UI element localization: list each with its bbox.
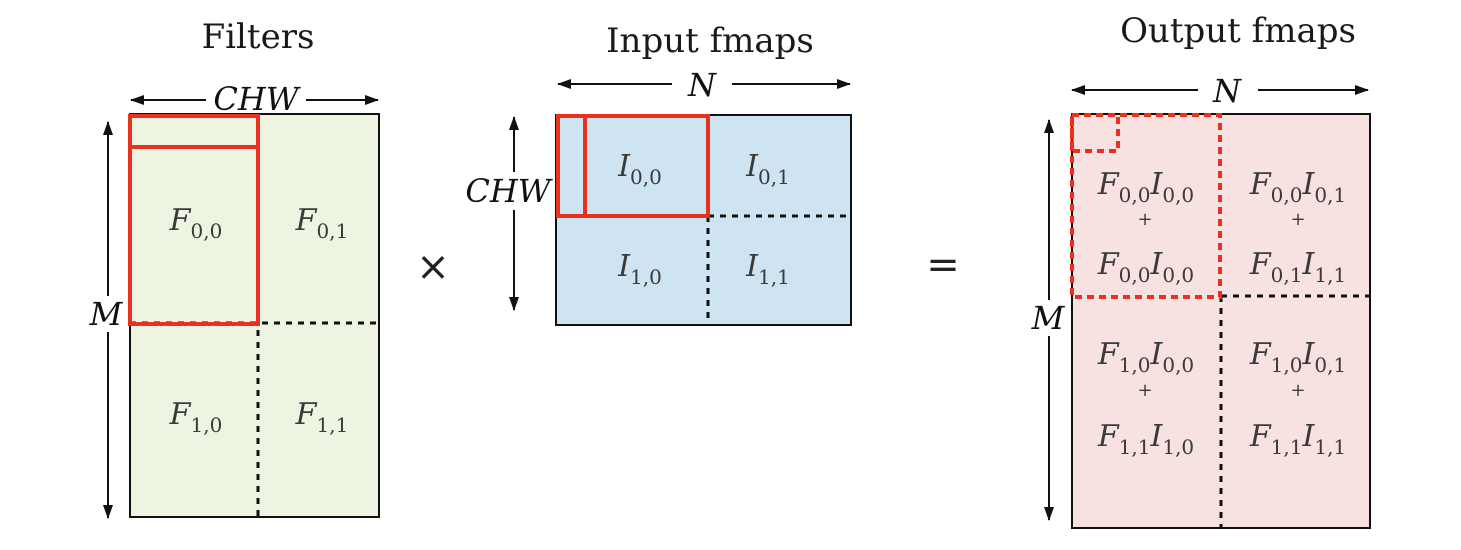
outputs-width-label: N: [1212, 72, 1242, 110]
equals-operator: =: [926, 242, 960, 288]
filters-highlight-block: [128, 114, 260, 326]
outputs-cell-0-1-bottom: F0,1I1,1: [1249, 247, 1346, 287]
outputs-cell-0-0-bottom: F0,0I0,0: [1097, 247, 1194, 287]
filters-cell-1-0: F1,0: [169, 397, 223, 437]
outputs-cell-0-1: F0,0I0,1 + F0,1I1,1: [1249, 167, 1346, 287]
filters-width-label: CHW: [213, 80, 301, 118]
filters-cell-1-1: F1,1: [295, 397, 349, 437]
inputs-highlight-block: [556, 114, 710, 218]
outputs-cell-0-1-top: F0,0I0,1: [1249, 167, 1346, 207]
outputs-highlight-block: [1070, 113, 1222, 299]
outputs-cell-0-0-top: F0,0I0,0: [1097, 167, 1194, 207]
inputs-height-label-bg: [460, 172, 556, 210]
outputs-cell-1-0: F1,0I0,0 + F1,1I1,0: [1097, 337, 1194, 459]
inputs-height-label: CHW: [465, 172, 553, 210]
filters-matrix: [129, 113, 380, 518]
inputs-cell-1-1: I1,1: [745, 249, 790, 289]
filters-cell-0-1: F0,1: [295, 203, 349, 243]
outputs-cell-1-1-plus: +: [1290, 380, 1305, 401]
inputs-cell-0-1: I0,1: [745, 149, 790, 189]
inputs-matrix-group: Input fmaps N CHW I0,0 I0,1 I1,0 I1,1: [460, 21, 852, 326]
outputs-cell-1-1-bottom: F1,1I1,1: [1249, 419, 1346, 459]
inputs-cell-0-0: I0,0: [617, 149, 662, 189]
filters-height-label: M: [89, 295, 124, 333]
filters-height-label-bg: [86, 296, 126, 332]
multiply-operator: ×: [416, 244, 450, 290]
outputs-height-label-bg: [1026, 300, 1070, 336]
filters-matrix-group: Filters CHW M F0,0 F0,1 F1,0 F1,1: [86, 17, 380, 519]
outputs-highlight-element: [1070, 113, 1120, 153]
outputs-cell-0-0: F0,0I0,0 + F0,0I0,0: [1097, 167, 1194, 287]
filters-title: Filters: [202, 17, 315, 57]
outputs-cell-1-1: F1,0I0,1 + F1,1I1,1: [1249, 337, 1346, 459]
inputs-title: Input fmaps: [606, 21, 814, 61]
outputs-cell-1-0-top: F1,0I0,0: [1097, 337, 1194, 377]
outputs-cell-0-1-plus: +: [1290, 209, 1305, 230]
outputs-cell-1-0-plus: +: [1137, 380, 1152, 401]
outputs-cell-1-0-bottom: F1,1I1,0: [1097, 419, 1194, 459]
filters-cell-0-0: F0,0: [169, 203, 223, 243]
inputs-matrix: [555, 114, 852, 326]
outputs-title: Output fmaps: [1120, 11, 1356, 51]
inputs-width-label: N: [687, 66, 717, 104]
inputs-cell-1-0: I1,0: [617, 249, 662, 289]
outputs-matrix-group: Output fmaps N M F0,0I0,0 + F0,0I0,0 F0,…: [1026, 11, 1371, 529]
outputs-cell-1-1-top: F1,0I0,1: [1249, 337, 1346, 377]
outputs-cell-0-0-plus: +: [1137, 209, 1152, 230]
outputs-height-label: M: [1031, 299, 1066, 337]
